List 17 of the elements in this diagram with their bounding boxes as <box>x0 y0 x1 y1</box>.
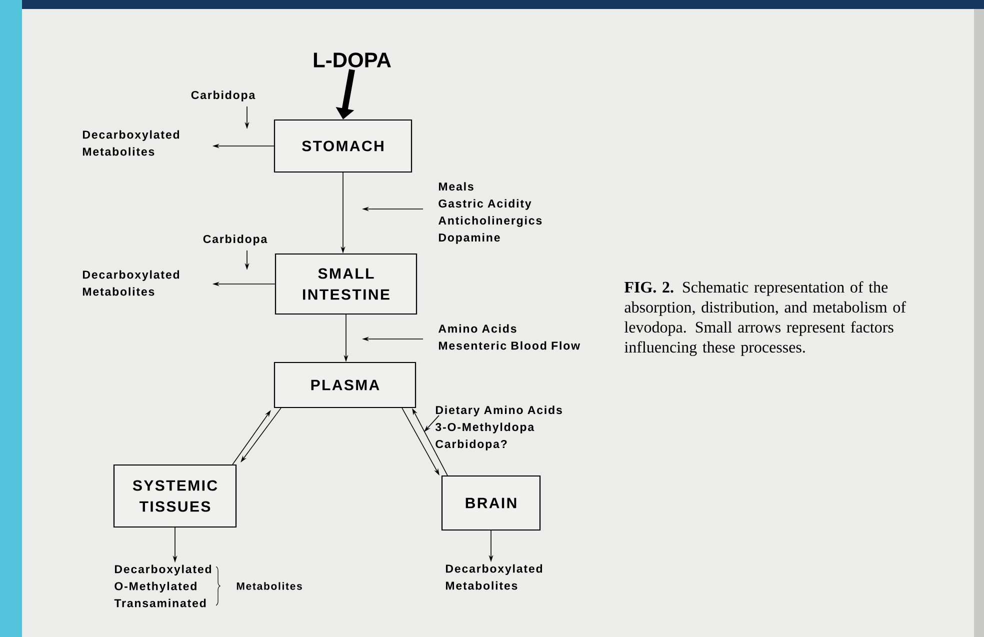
factor-text: Decarboxylated O-Methylated Transaminated <box>114 564 212 608</box>
factor-text: Meals Gastric Acidity Anticholinergics Dopamine <box>438 182 542 244</box>
factor-text: Amino Acids Mesenteric Blood Flow <box>438 324 580 350</box>
drug-label: L-DOPA <box>314 52 391 68</box>
organ-box: SMALL INTESTINE <box>274 253 418 315</box>
organ-box: STOMACH <box>274 119 412 173</box>
organ-box: PLASMA <box>274 362 416 408</box>
group-label: Metabolites <box>236 582 302 590</box>
factor-text: Dietary Amino Acids 3-O-Methyldopa Carbidopa? <box>435 406 562 450</box>
organ-box: SYSTEMIC TISSUES <box>113 464 237 528</box>
factor-text: Decarboxylated Metabolites <box>446 564 542 590</box>
organ-box: BRAIN <box>441 475 541 531</box>
factor-text: Carbidopa <box>203 234 268 246</box>
figure-caption: FIG. 2. Schematic representation of the absorption, distribution, and metabolism of levodopa. Small arrows represent factors influencing these processes. <box>624 281 906 356</box>
factor-text: Decarboxylated Metabolites <box>82 130 180 156</box>
factor-text: Decarboxylated Metabolites <box>82 270 180 296</box>
factor-text: Carbidopa <box>191 90 256 102</box>
